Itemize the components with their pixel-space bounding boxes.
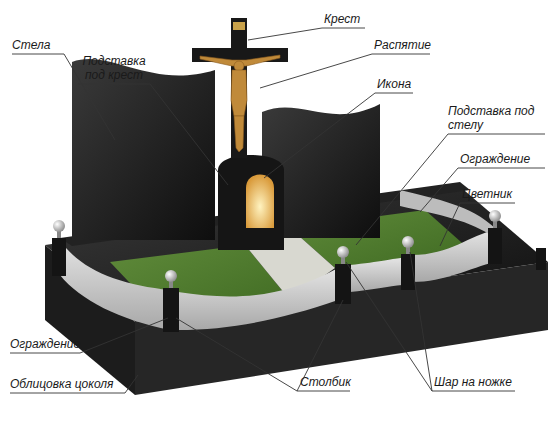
part-label: Столбик (300, 375, 370, 389)
part-label: Подставка под крест (74, 54, 154, 82)
part-label: Стела (12, 38, 82, 52)
part-label: Ограждение (10, 337, 100, 351)
part-label: Ограждение (460, 152, 550, 166)
part-label: Облицовка цоколя (10, 377, 140, 391)
part-label: Распятие (374, 38, 454, 52)
part-label: Цветник (462, 187, 542, 201)
part-label: Крест (324, 12, 384, 26)
leader-lines (10, 28, 545, 393)
part-label: Икона (377, 77, 437, 91)
part-label: Шар на ножке (434, 375, 544, 389)
part-label: Подставка под стелу (448, 104, 548, 132)
